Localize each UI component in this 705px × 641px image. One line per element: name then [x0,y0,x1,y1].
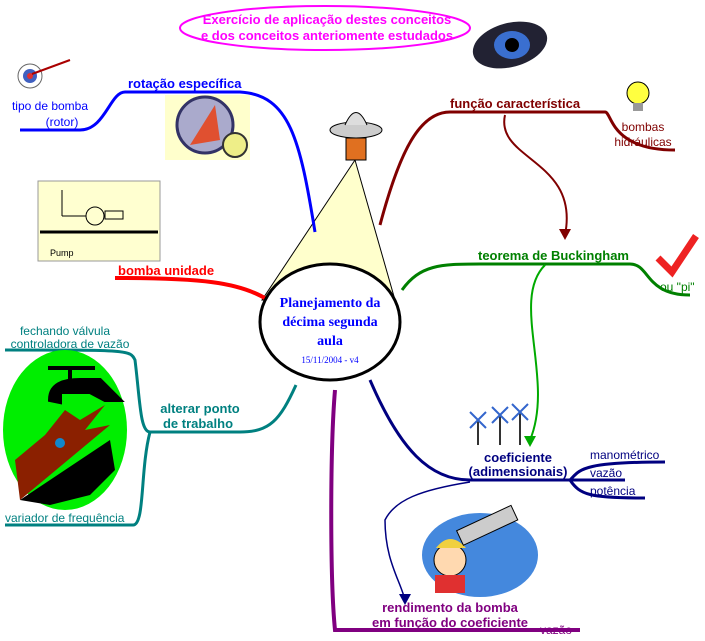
rotacao-sub-line1[interactable]: tipo de bomba [12,99,88,113]
branch-funcao-line [378,110,676,226]
branch-rendimento-line1[interactable]: rendimento da bomba [382,600,519,615]
funcao-sub-line2[interactable]: hidráulicas [614,135,671,149]
funcao-sub-line1[interactable]: bombas [622,120,665,134]
coeficiente-sub-vazao[interactable]: vazão [590,466,622,480]
branch-alterar-line2[interactable]: de trabalho [163,416,233,431]
eye-icon [472,21,548,69]
center-line3: aula [317,334,343,349]
valve-illustration [3,350,127,510]
center-line1: Planejamento da [280,296,381,311]
title-bubble[interactable]: Exercício de aplicação destes conceitos … [179,5,471,51]
buckingham-sub[interactable]: ou "pi" [660,280,695,294]
arrow-funcao-to-buckingham [503,114,568,236]
branch-coeficiente-line2[interactable]: (adimensionais) [469,464,568,479]
branch-buckingham[interactable]: teorema de Buckingham [478,248,629,263]
rotacao-sub-line2[interactable]: (rotor) [46,115,79,129]
branch-alterar-line1[interactable]: alterar ponto [160,401,240,416]
center-node[interactable] [258,262,402,382]
branch-buckingham-line [400,262,691,297]
branch-rendimento-line [329,389,580,632]
branch-coeficiente-line [368,379,666,500]
center-line2: décima segunda [282,315,377,330]
branch-coeficiente-line1[interactable]: coeficiente [484,450,552,465]
branch-bomba-unidade-line [114,276,270,302]
branch-rotacao-line [20,90,317,233]
branch-alterar-line [4,348,298,527]
alterar-sub2[interactable]: variador de frequência [5,511,125,525]
alterar-sub1-line1[interactable]: fechando válvula [20,324,110,338]
windmills-icon [469,403,529,445]
target-icon [17,59,71,89]
arrow-buckingham-to-coeficiente [529,264,546,441]
branch-rendimento-line2[interactable]: em função do coeficiente [372,615,528,630]
coeficiente-sub-potencia[interactable]: potência [590,484,636,498]
title-line2: e dos conceitos anteriomente estudados [201,28,453,43]
branch-rotacao[interactable]: rotação específica [128,76,242,91]
lamp-icon [329,112,383,161]
title-line1: Exercício de aplicação destes conceitos [203,12,452,27]
branch-bomba-unidade[interactable]: bomba unidade [118,263,214,278]
pump-label: Pump [50,248,74,258]
pump-illustration: Pump [37,180,161,262]
alterar-sub1-line2[interactable]: controladora de vazão [11,337,130,351]
coeficiente-sub-manometrico[interactable]: manométrico [590,448,660,462]
branch-funcao[interactable]: função característica [450,96,581,111]
checkmark-icon [655,234,699,278]
center-date: 15/11/2004 - v4 [301,355,359,365]
arrow-coeficiente-to-rendimento [384,481,471,601]
rendimento-sub[interactable]: vazão [540,623,572,637]
gears-icon [165,95,250,160]
telescope-kid-illustration [422,504,538,597]
lightbulb-icon [626,81,650,111]
